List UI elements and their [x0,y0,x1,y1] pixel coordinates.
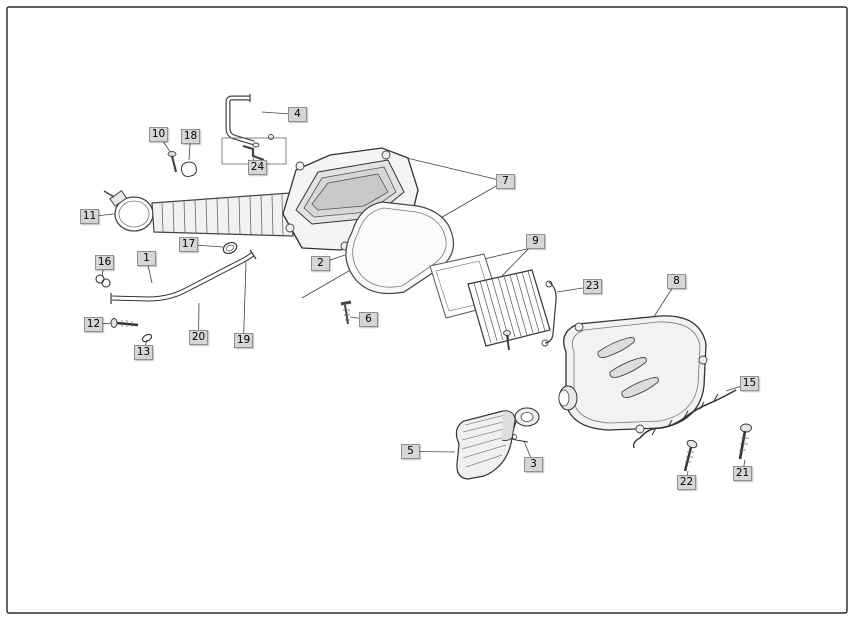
screw-22 [683,439,698,472]
breather-rod [632,389,737,449]
screw-21 [738,423,752,460]
air-box-cover [558,315,708,434]
corrugated-tube [151,192,294,237]
clip-18 [180,161,197,178]
callout-12[interactable]: 12 [84,317,103,332]
clamp-17 [222,241,238,255]
callout-20[interactable]: 20 [189,330,208,345]
drain-hose [110,249,257,304]
vent-pipe [225,94,260,148]
callout-8[interactable]: 8 [667,274,686,289]
callout-7[interactable]: 7 [496,174,515,189]
filter-bracket [541,280,557,347]
callout-3[interactable]: 3 [524,457,543,472]
callout-15[interactable]: 15 [740,376,759,391]
callout-21[interactable]: 21 [733,466,752,481]
callout-6[interactable]: 6 [359,312,378,327]
hose-clamp-11 [103,190,154,232]
clip-16 [95,274,111,288]
callout-11[interactable]: 11 [80,209,99,224]
callout-18[interactable]: 18 [181,129,200,144]
callout-13[interactable]: 13 [134,345,153,360]
diagram-border [6,6,848,614]
callout-2[interactable]: 2 [311,256,330,271]
callout-9[interactable]: 9 [526,234,545,249]
screw-12 [110,318,139,328]
callout-22[interactable]: 22 [677,475,696,490]
callout-1[interactable]: 1 [137,251,156,266]
callout-23[interactable]: 23 [583,279,602,294]
screw-6 [340,300,352,325]
callout-24[interactable]: 24 [248,160,267,175]
callout-19[interactable]: 19 [234,333,253,348]
filter-element [467,269,551,347]
filter-seal [345,201,455,295]
callout-4[interactable]: 4 [288,107,307,122]
intake-duct [455,410,516,480]
washer-13 [141,333,153,343]
callout-10[interactable]: 10 [149,127,168,142]
callout-17[interactable]: 17 [179,237,198,252]
callout-5[interactable]: 5 [401,444,420,459]
callout-16[interactable]: 16 [95,255,114,270]
screw-10 [167,151,178,173]
intake-joint [511,407,540,443]
screw-filter [503,330,511,351]
